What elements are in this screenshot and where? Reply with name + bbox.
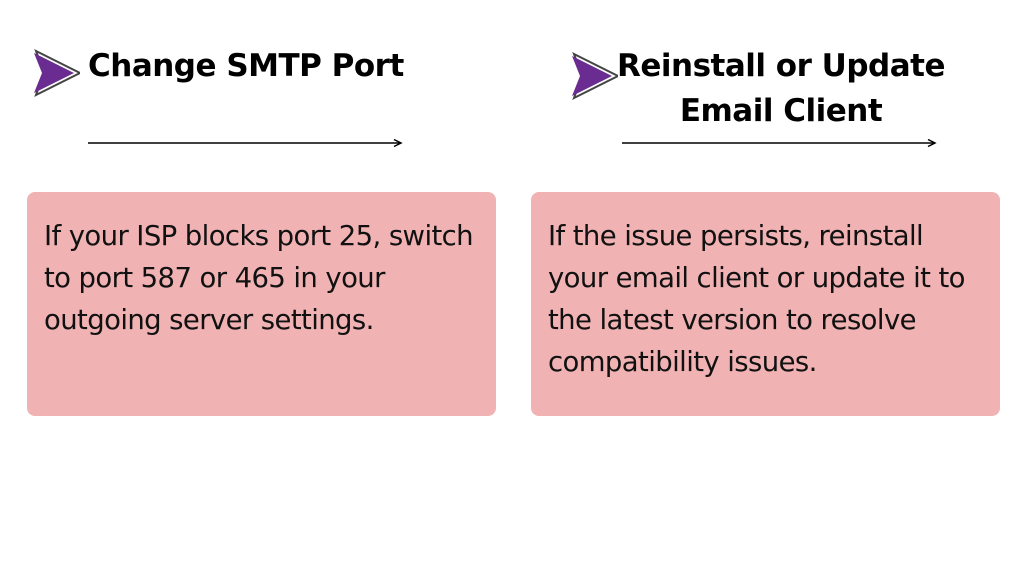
- section-change-smtp-port: Change SMTP Port If your ISP blocks port…: [27, 48, 496, 416]
- card-text: If your ISP blocks port 25, switch to po…: [44, 220, 474, 336]
- section-title: Change SMTP Port: [88, 48, 404, 84]
- info-card: If the issue persists, reinstall your em…: [531, 192, 1000, 416]
- section-title: Reinstall or Update Email Client: [616, 48, 946, 129]
- arrow-right-icon: [622, 138, 937, 148]
- chevron-right-icon: [34, 48, 80, 98]
- card-text: If the issue persists, reinstall your em…: [548, 220, 966, 378]
- chevron-right-icon: [572, 51, 618, 101]
- info-card: If your ISP blocks port 25, switch to po…: [27, 192, 496, 416]
- section-reinstall-email-client: Reinstall or Update Email Client If the …: [512, 0, 1024, 576]
- arrow-right-icon: [88, 138, 403, 148]
